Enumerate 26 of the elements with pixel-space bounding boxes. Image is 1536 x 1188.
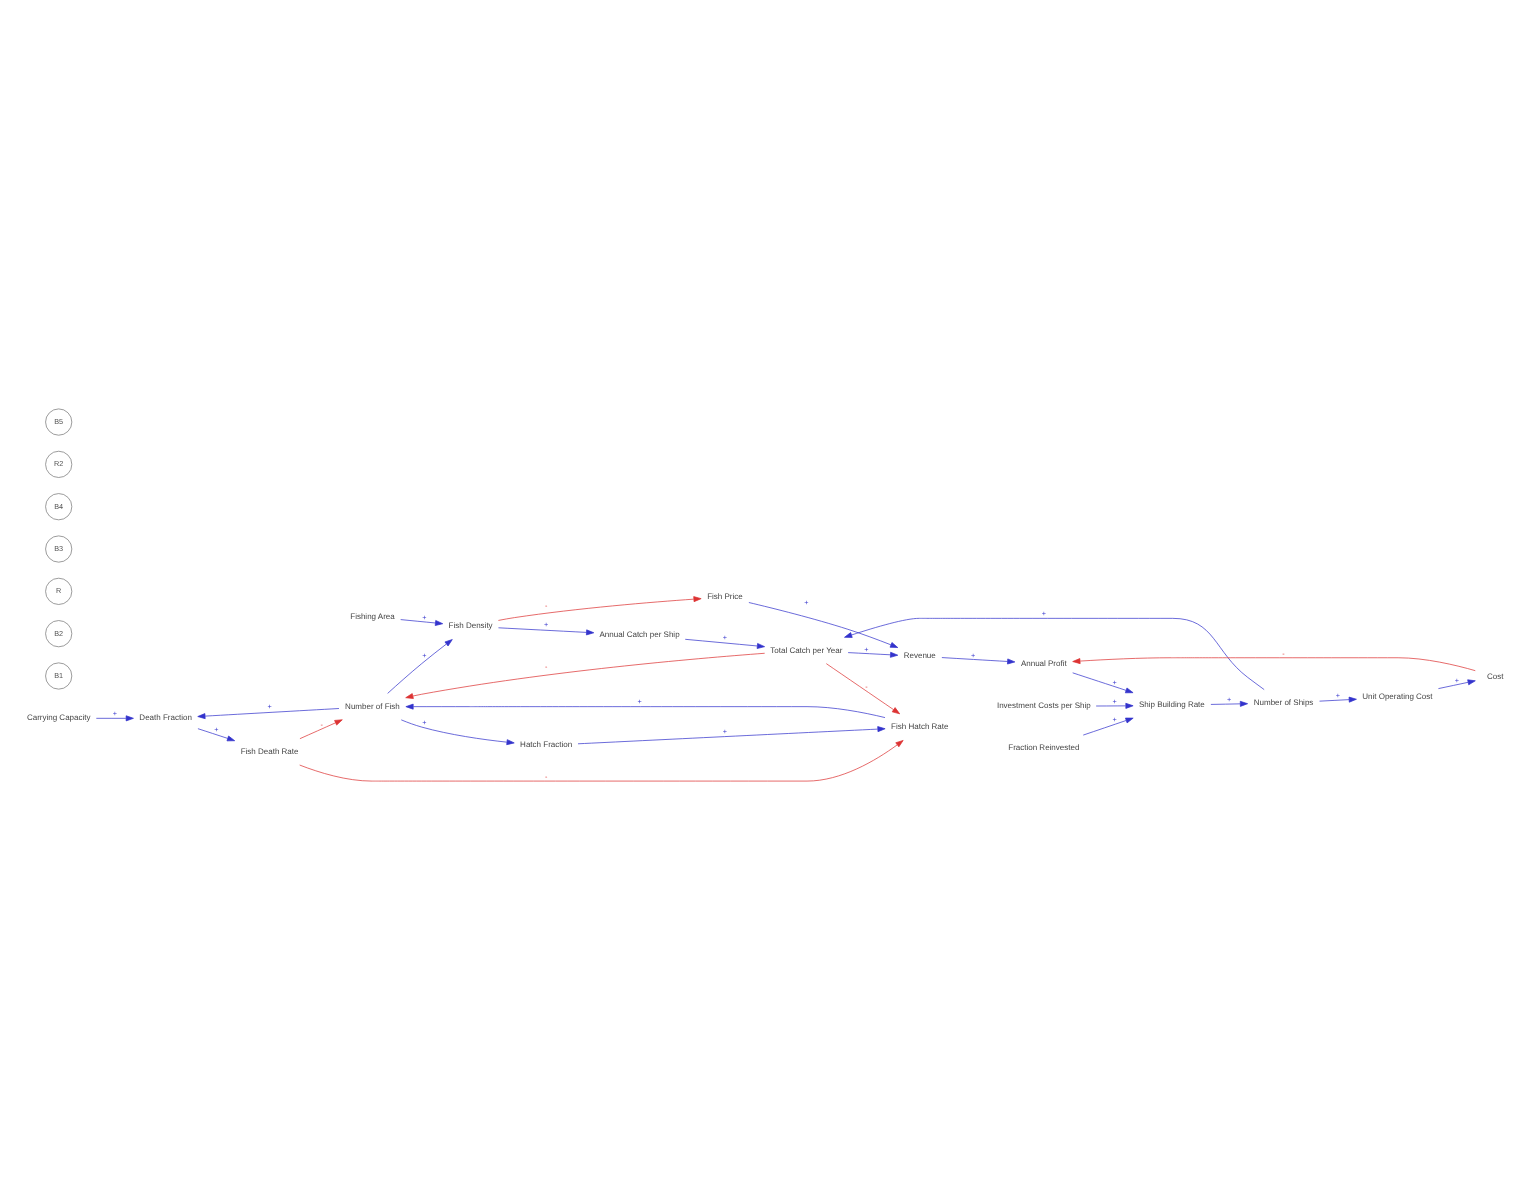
arrow bbox=[825, 662, 901, 714]
arrow bbox=[941, 656, 1016, 664]
arrow bbox=[1082, 716, 1134, 735]
arrow bbox=[197, 727, 236, 741]
arrow bbox=[1072, 671, 1134, 693]
arrow bbox=[684, 637, 765, 648]
arrow bbox=[498, 595, 702, 620]
arrow bbox=[197, 707, 340, 719]
arrow bbox=[1438, 678, 1476, 688]
arrow bbox=[1210, 699, 1248, 706]
arrow bbox=[405, 702, 886, 717]
arrow bbox=[847, 650, 899, 657]
arrow bbox=[400, 718, 515, 745]
arrow bbox=[405, 651, 766, 698]
arrow bbox=[1072, 656, 1476, 671]
arrow bbox=[387, 638, 453, 693]
arrow bbox=[400, 618, 444, 625]
arrow bbox=[498, 626, 595, 635]
arrow bbox=[1319, 695, 1357, 702]
arrow bbox=[1095, 701, 1134, 708]
arrow bbox=[299, 718, 343, 739]
arrow bbox=[299, 739, 904, 781]
arrow bbox=[95, 714, 134, 721]
arrow bbox=[748, 601, 899, 647]
arrow bbox=[577, 725, 886, 744]
arrow bbox=[844, 617, 1265, 689]
